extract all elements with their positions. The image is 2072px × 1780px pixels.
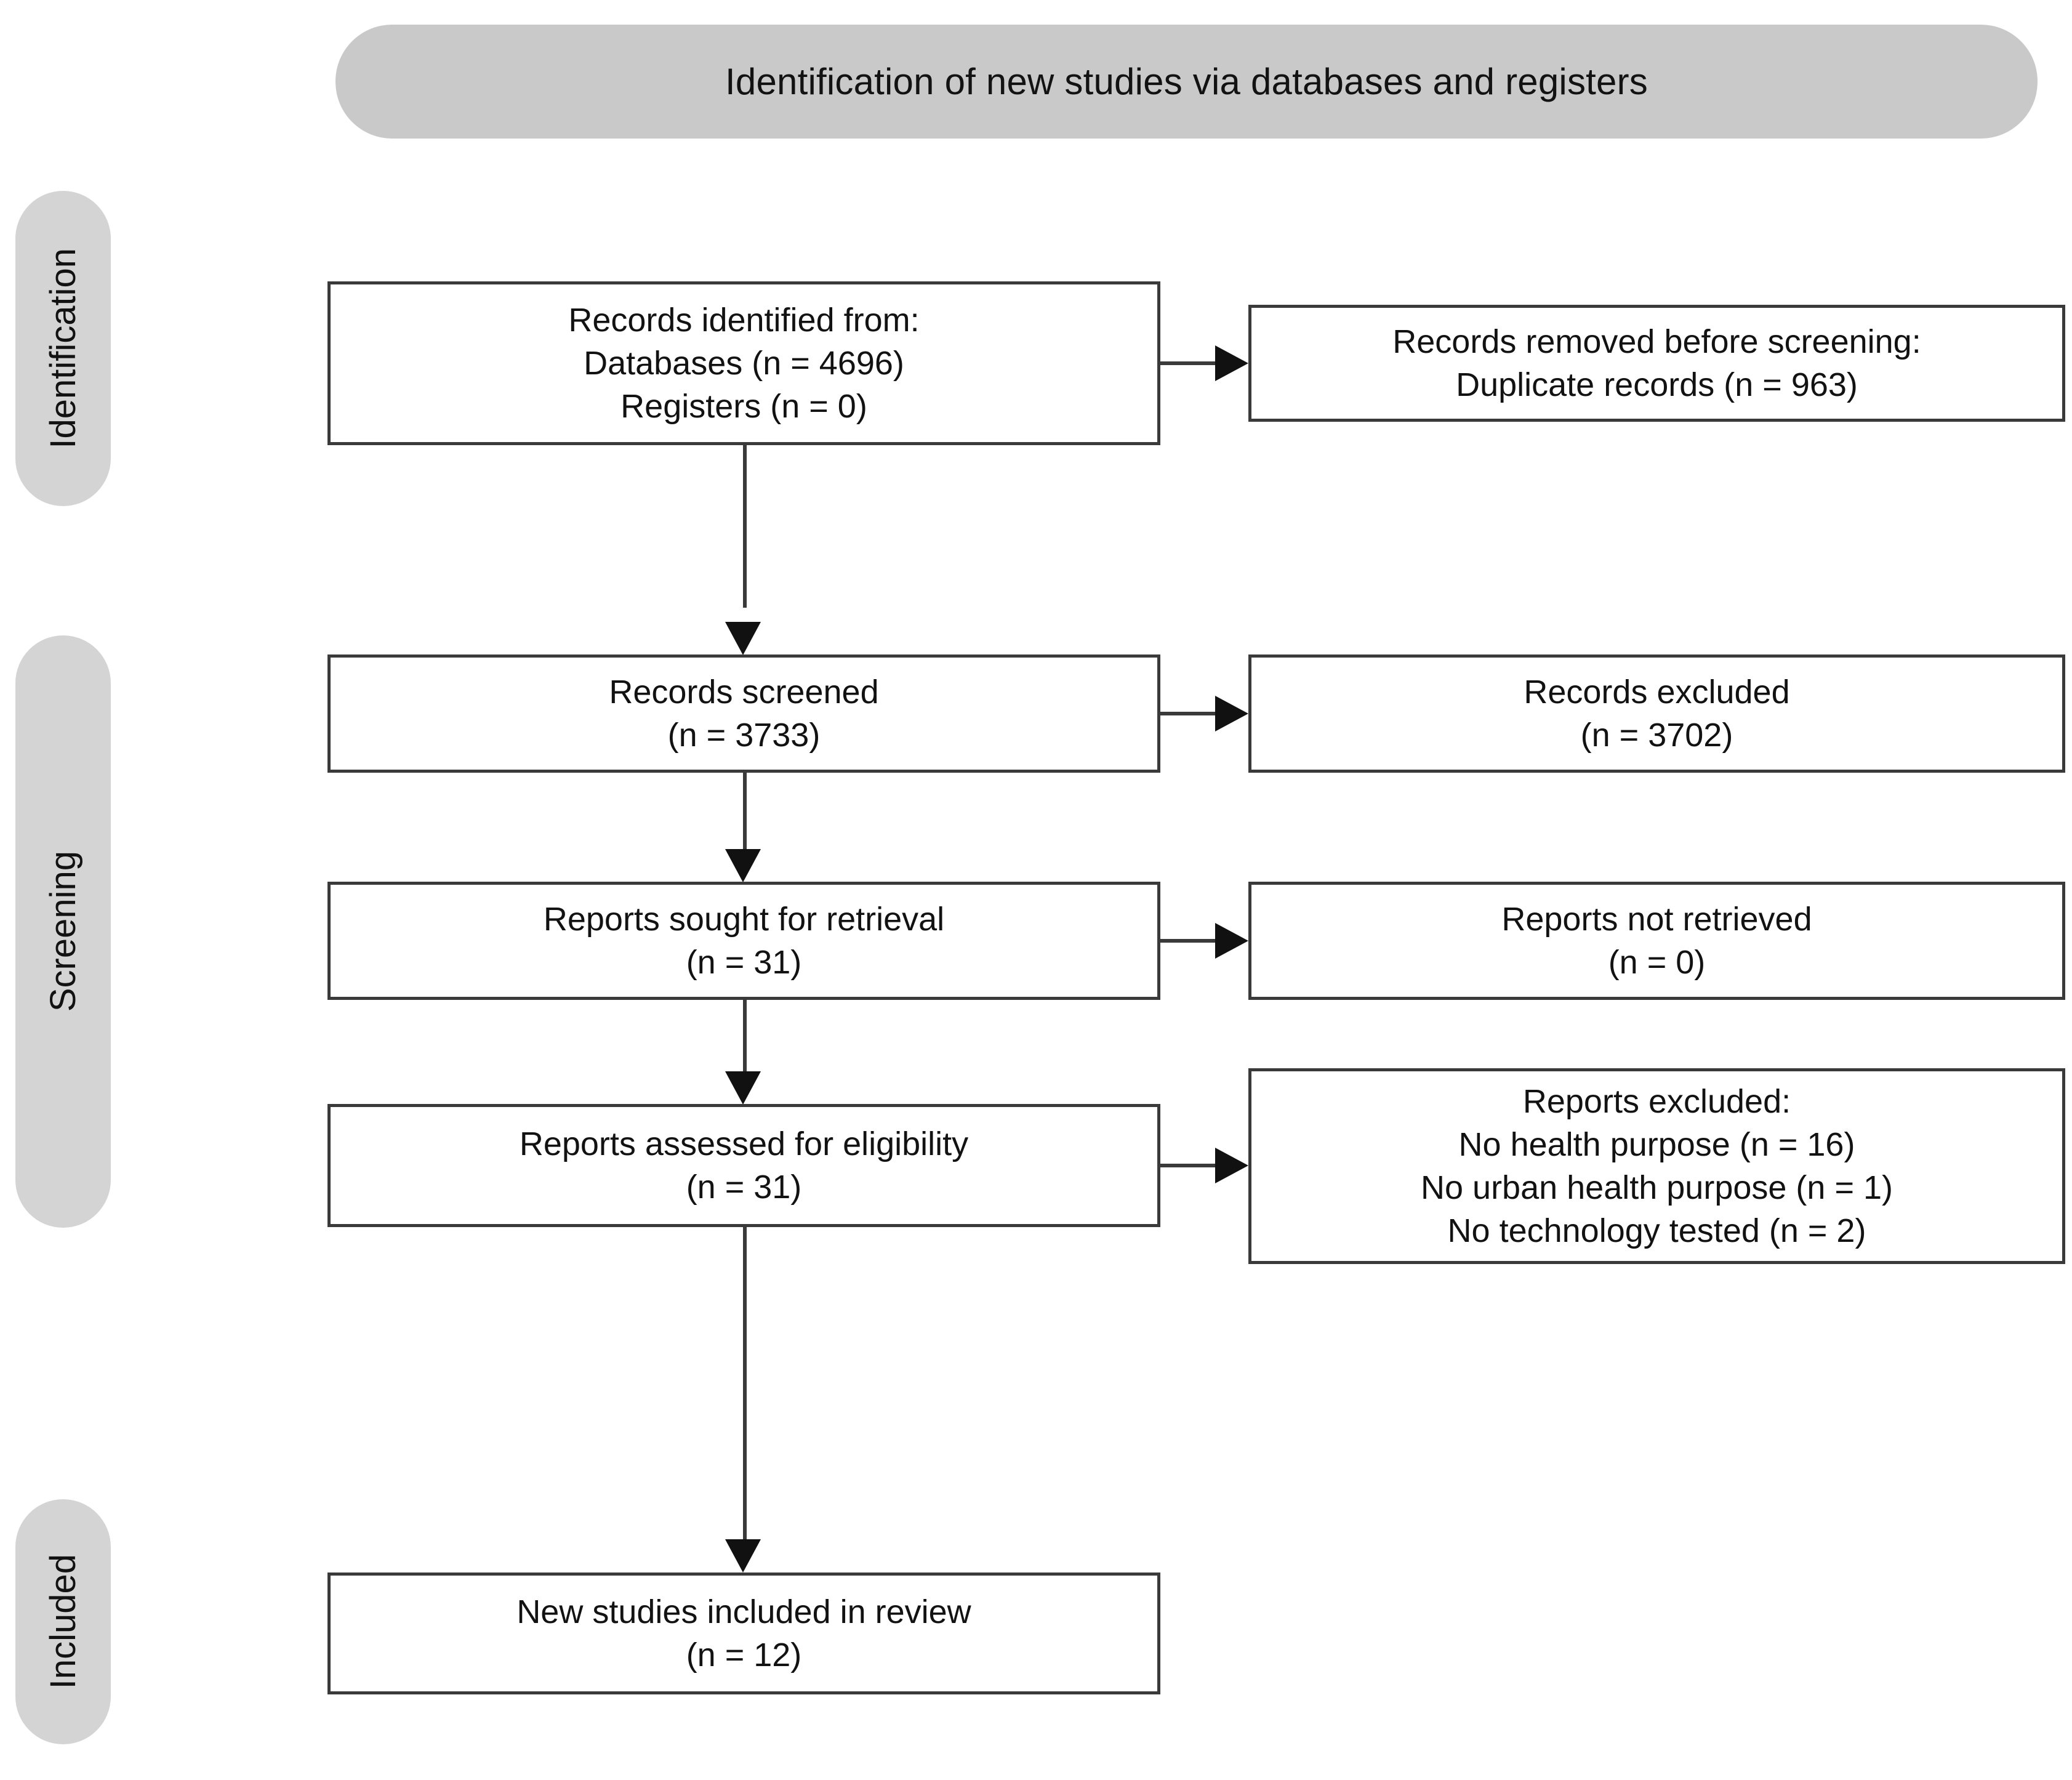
box-reports-sought-for-retrieval: Reports sought for retrieval (n = 31) — [327, 882, 1160, 1000]
box-reports-excluded-line-4: No technology tested (n = 2) — [1447, 1212, 1866, 1250]
box-reports-assessed-line-1: Reports assessed for eligibility — [519, 1125, 969, 1162]
box-new-studies-included: New studies included in review (n = 12) — [327, 1573, 1160, 1694]
arrowhead-assessed-to-included — [725, 1539, 761, 1573]
box-records-identified-line-3: Registers (n = 0) — [620, 388, 867, 425]
arrowhead-screened-to-records-excluded — [1215, 696, 1248, 731]
box-reports-excluded: Reports excluded: No health purpose (n =… — [1248, 1068, 2065, 1264]
connector-assessed-to-reports-excluded — [1160, 1164, 1217, 1167]
connector-screened-to-records-excluded — [1160, 712, 1217, 715]
box-records-excluded-line-2: (n = 3702) — [1580, 717, 1733, 754]
arrowhead-identified-to-screened — [725, 622, 761, 655]
box-records-identified-line-2: Databases (n = 4696) — [584, 344, 904, 382]
box-records-screened-line-1: Records screened — [609, 673, 879, 711]
box-records-excluded-line-1: Records excluded — [1524, 673, 1790, 711]
arrowhead-sought-to-not-retrieved — [1215, 923, 1248, 959]
arrowhead-screened-to-sought — [725, 849, 761, 882]
arrowhead-identified-to-removed — [1215, 345, 1248, 381]
stage-tab-screening-label: Screening — [43, 851, 83, 1012]
stage-tab-identification-label: Identification — [43, 248, 83, 449]
connector-sought-to-not-retrieved — [1160, 939, 1217, 943]
box-reports-sought-line-2: (n = 31) — [686, 944, 802, 981]
box-reports-not-retrieved: Reports not retrieved (n = 0) — [1248, 882, 2065, 1000]
box-reports-assessed-line-2: (n = 31) — [686, 1169, 802, 1206]
box-records-removed-line-2: Duplicate records (n = 963) — [1456, 366, 1858, 403]
stage-tab-screening: Screening — [15, 635, 111, 1228]
box-reports-not-retrieved-line-2: (n = 0) — [1608, 944, 1706, 981]
box-reports-excluded-line-1: Reports excluded: — [1522, 1082, 1791, 1120]
box-reports-assessed-for-eligibility: Reports assessed for eligibility (n = 31… — [327, 1104, 1160, 1227]
box-reports-sought-line-1: Reports sought for retrieval — [543, 900, 945, 938]
arrowhead-assessed-to-reports-excluded — [1215, 1148, 1248, 1183]
box-records-identified-line-1: Records identified from: — [568, 301, 920, 339]
box-records-screened: Records screened (n = 3733) — [327, 654, 1160, 773]
connector-sought-to-assessed — [743, 1000, 747, 1071]
page-title: Identification of new studies via databa… — [725, 61, 1648, 102]
box-new-studies-included-line-1: New studies included in review — [516, 1593, 971, 1630]
box-reports-excluded-line-2: No health purpose (n = 16) — [1458, 1126, 1855, 1163]
box-new-studies-included-line-2: (n = 12) — [686, 1637, 802, 1673]
box-records-excluded: Records excluded (n = 3702) — [1248, 654, 2065, 773]
connector-screened-to-sought — [743, 773, 747, 850]
box-records-screened-line-2: (n = 3733) — [667, 717, 821, 754]
box-records-removed-before-screening: Records removed before screening: Duplic… — [1248, 305, 2065, 422]
header-banner: Identification of new studies via databa… — [335, 25, 2038, 139]
connector-identified-to-screened — [743, 445, 747, 608]
box-records-identified: Records identified from: Databases (n = … — [327, 281, 1160, 445]
connector-identified-to-removed — [1160, 361, 1217, 365]
stage-tab-included-label: Included — [43, 1554, 83, 1689]
box-reports-not-retrieved-line-1: Reports not retrieved — [1501, 900, 1812, 938]
box-reports-excluded-line-3: No urban health purpose (n = 1) — [1421, 1169, 1893, 1206]
box-records-removed-line-1: Records removed before screening: — [1392, 323, 1921, 360]
arrowhead-sought-to-assessed — [725, 1071, 761, 1105]
stage-tab-identification: Identification — [15, 191, 111, 506]
stage-tab-included: Included — [15, 1499, 111, 1744]
connector-assessed-to-included — [743, 1227, 747, 1540]
